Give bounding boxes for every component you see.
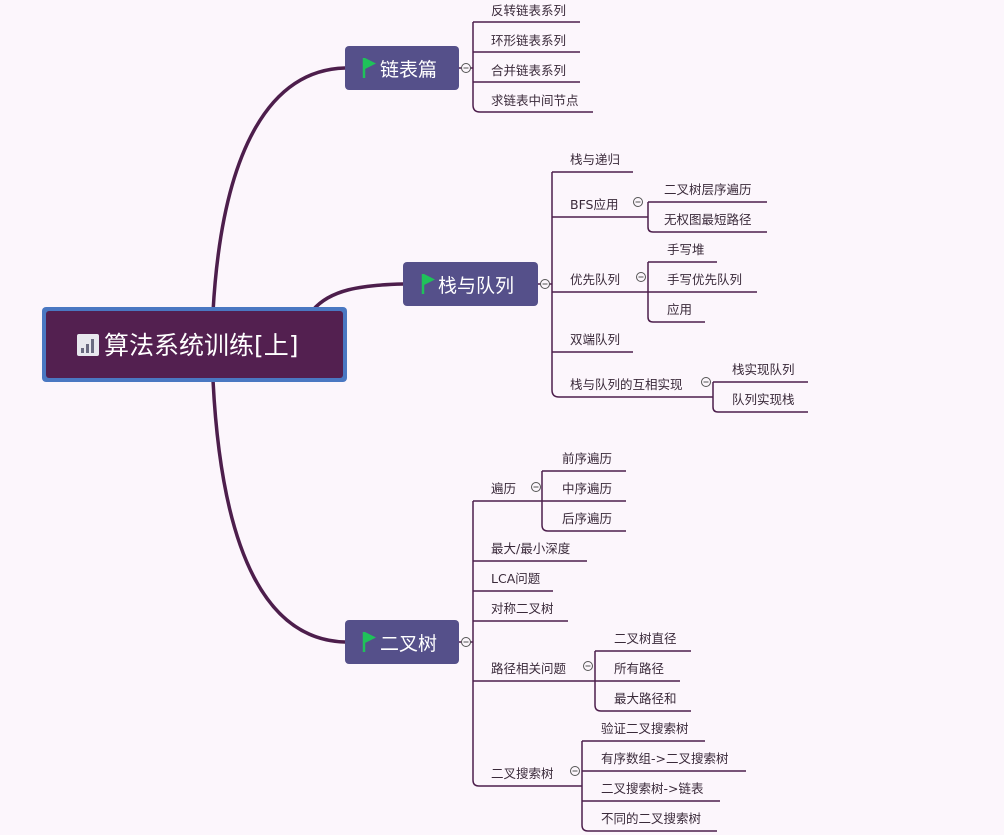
topic-reverse-list[interactable]: 反转链表系列 (491, 3, 566, 18)
topic-mutual-implementation[interactable]: 栈与队列的互相实现 (570, 377, 683, 392)
branch-connectors (459, 21, 808, 832)
topic-stack-recursion[interactable]: 栈与递归 (570, 152, 620, 167)
root-connectors (211, 66, 405, 644)
branch-stack-queue[interactable]: 栈与队列 (403, 262, 538, 306)
topic-bst-to-list[interactable]: 二叉搜索树->链表 (601, 781, 704, 796)
topic-bfs[interactable]: BFS应用 (570, 197, 618, 212)
collapse-toggle-mutual[interactable] (701, 377, 711, 387)
branch-linked-list-label: 链表篇 (380, 59, 437, 81)
collapse-toggle-pq[interactable] (636, 272, 646, 282)
flag-icon (362, 632, 376, 652)
topic-priority-queue[interactable]: 优先队列 (570, 272, 620, 287)
connector-root-linked (211, 66, 347, 314)
branch-stack-queue-body (403, 262, 538, 306)
topic-cycle-list[interactable]: 环形链表系列 (491, 33, 566, 48)
topic-preorder[interactable]: 前序遍历 (562, 451, 612, 466)
topic-middle-node[interactable]: 求链表中间节点 (491, 93, 579, 108)
root-label: 算法系统训练[上] (104, 331, 299, 360)
topic-max-path-sum[interactable]: 最大路径和 (614, 691, 677, 706)
topic-tree-diameter[interactable]: 二叉树直径 (614, 631, 677, 646)
topic-sorted-array-to-bst[interactable]: 有序数组->二叉搜索树 (601, 751, 729, 766)
branch-linked-list-body (345, 46, 459, 90)
topic-validate-bst[interactable]: 验证二叉搜索树 (601, 721, 689, 736)
branch-binary-tree-label: 二叉树 (380, 633, 437, 655)
flag-icon (362, 58, 376, 78)
topic-depth[interactable]: 最大/最小深度 (491, 541, 571, 556)
root-node[interactable]: 算法系统训练[上] (42, 307, 347, 382)
branch-stack-queue-label: 栈与队列 (438, 275, 514, 297)
collapse-toggle-linked[interactable] (461, 63, 471, 73)
branch-binary-tree[interactable]: 二叉树 (345, 620, 459, 664)
topic-lca[interactable]: LCA问题 (491, 571, 541, 586)
topic-bst[interactable]: 二叉搜索树 (491, 766, 554, 781)
topic-handwritten-heap[interactable]: 手写堆 (667, 242, 705, 257)
topic-level-order[interactable]: 二叉树层序遍历 (664, 182, 752, 197)
branch-binary-tree-body (345, 620, 459, 664)
collapse-toggle-bfs[interactable] (633, 197, 643, 207)
connector-root-tree (211, 378, 347, 644)
collapse-toggle-traversal[interactable] (531, 482, 541, 492)
bar-chart-icon (77, 334, 99, 356)
collapse-toggle-tree[interactable] (461, 637, 471, 647)
topic-deque[interactable]: 双端队列 (570, 332, 620, 347)
connector-root-stack (311, 282, 405, 312)
collapse-toggle-path[interactable] (583, 661, 593, 671)
topic-symmetric-tree[interactable]: 对称二叉树 (491, 601, 554, 616)
root-node-body (46, 311, 343, 378)
collapse-toggle-bst[interactable] (570, 766, 580, 776)
topic-postorder[interactable]: 后序遍历 (562, 511, 612, 526)
topic-handwritten-pq[interactable]: 手写优先队列 (667, 272, 742, 287)
branch-linked-list[interactable]: 链表篇 (345, 46, 459, 90)
topic-unique-bsts[interactable]: 不同的二叉搜索树 (601, 811, 701, 826)
topic-pq-application[interactable]: 应用 (667, 302, 692, 317)
topic-traversal[interactable]: 遍历 (491, 481, 516, 496)
topic-stack-as-queue[interactable]: 栈实现队列 (732, 362, 795, 377)
topic-unweighted-shortest-path[interactable]: 无权图最短路径 (664, 212, 752, 227)
topic-all-paths[interactable]: 所有路径 (614, 661, 664, 676)
topic-queue-as-stack[interactable]: 队列实现栈 (732, 392, 795, 407)
collapse-toggle-stack[interactable] (540, 279, 550, 289)
topic-merge-list[interactable]: 合并链表系列 (491, 63, 566, 78)
flag-icon (421, 274, 435, 294)
topic-inorder[interactable]: 中序遍历 (562, 481, 612, 496)
topic-path-problems[interactable]: 路径相关问题 (491, 661, 567, 676)
